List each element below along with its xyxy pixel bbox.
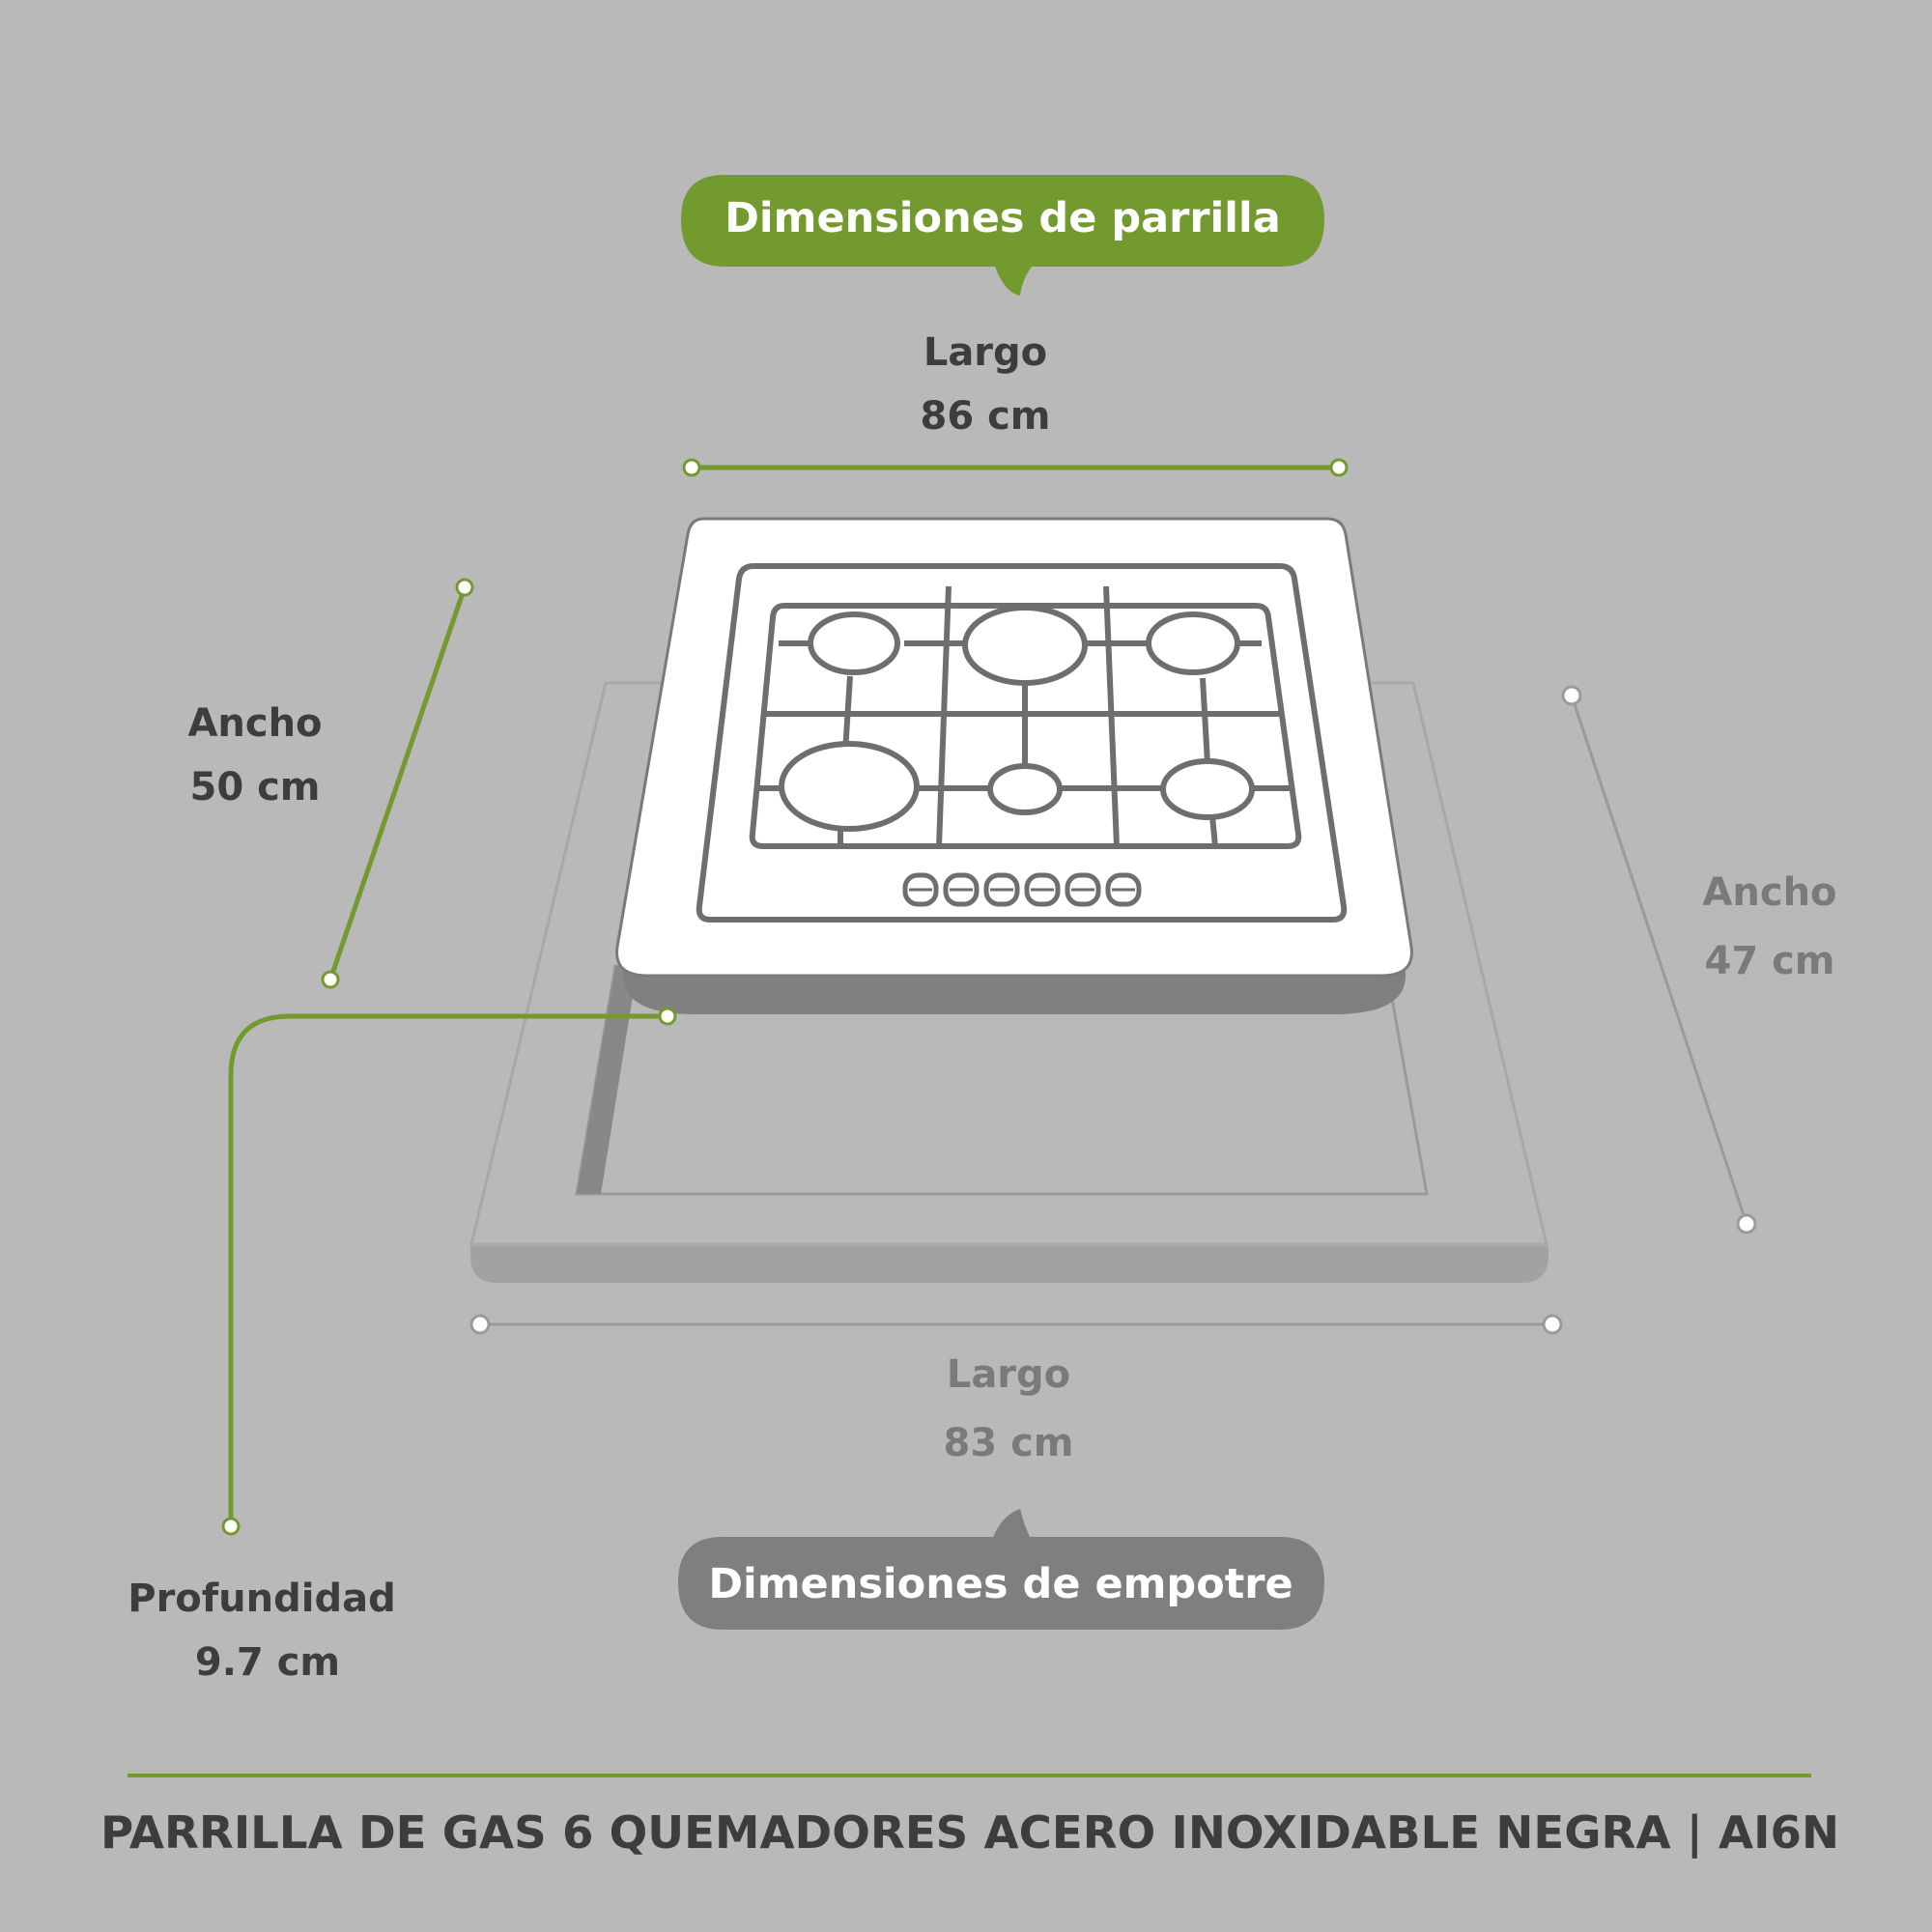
burner-bottom-center-icon (987, 763, 1063, 815)
cutout-hole-wall (577, 966, 638, 1194)
empotre-largo-label: Largo (947, 1352, 1070, 1397)
grate-frame (749, 603, 1302, 849)
burner-bottom-right-icon (1160, 758, 1255, 820)
empotre-badge-label: Dimensiones de empotre (708, 1560, 1293, 1608)
empotre-ancho-dimension-line (1561, 685, 1757, 1235)
profundidad-label: Profundidad (128, 1577, 395, 1621)
cutout-slab-shadow (470, 1246, 1548, 1283)
parrilla-largo-value: 86 cm (921, 394, 1051, 439)
empotre-badge: Dimensiones de empotre (678, 1509, 1324, 1630)
cooktop-side (623, 968, 1406, 1014)
empotre-largo-dimension-line (469, 1314, 1563, 1335)
empotre-ancho-value: 47 cm (1705, 939, 1835, 983)
burner-top-left-icon (808, 611, 900, 675)
parrilla-ancho-label: Ancho (187, 701, 322, 746)
parrilla-largo-dimension-line (682, 458, 1349, 477)
empotre-largo-value: 83 cm (944, 1421, 1074, 1465)
burner-top-center-icon (962, 605, 1088, 686)
empotre-ancho-label: Ancho (1702, 870, 1836, 915)
burner-top-right-icon (1146, 611, 1240, 675)
parrilla-badge-label: Dimensiones de parrilla (724, 194, 1281, 242)
parrilla-badge: Dimensiones de parrilla (681, 175, 1324, 296)
parrilla-largo-label: Largo (923, 330, 1047, 375)
cooktop (615, 517, 1413, 1014)
parrilla-ancho-dimension-line (321, 578, 474, 989)
cooktop-inner-panel (696, 563, 1348, 923)
product-title: PARRILLA DE GAS 6 QUEMADORES ACERO INOXI… (100, 1806, 1839, 1860)
parrilla-ancho-value: 50 cm (190, 765, 321, 810)
burners (779, 605, 1255, 832)
burner-bottom-left-icon (779, 741, 920, 832)
profundidad-value: 9.7 cm (195, 1640, 340, 1685)
profundidad-leader-line (221, 1007, 677, 1536)
cutout-base (469, 681, 1548, 1283)
control-knobs (902, 872, 1142, 907)
